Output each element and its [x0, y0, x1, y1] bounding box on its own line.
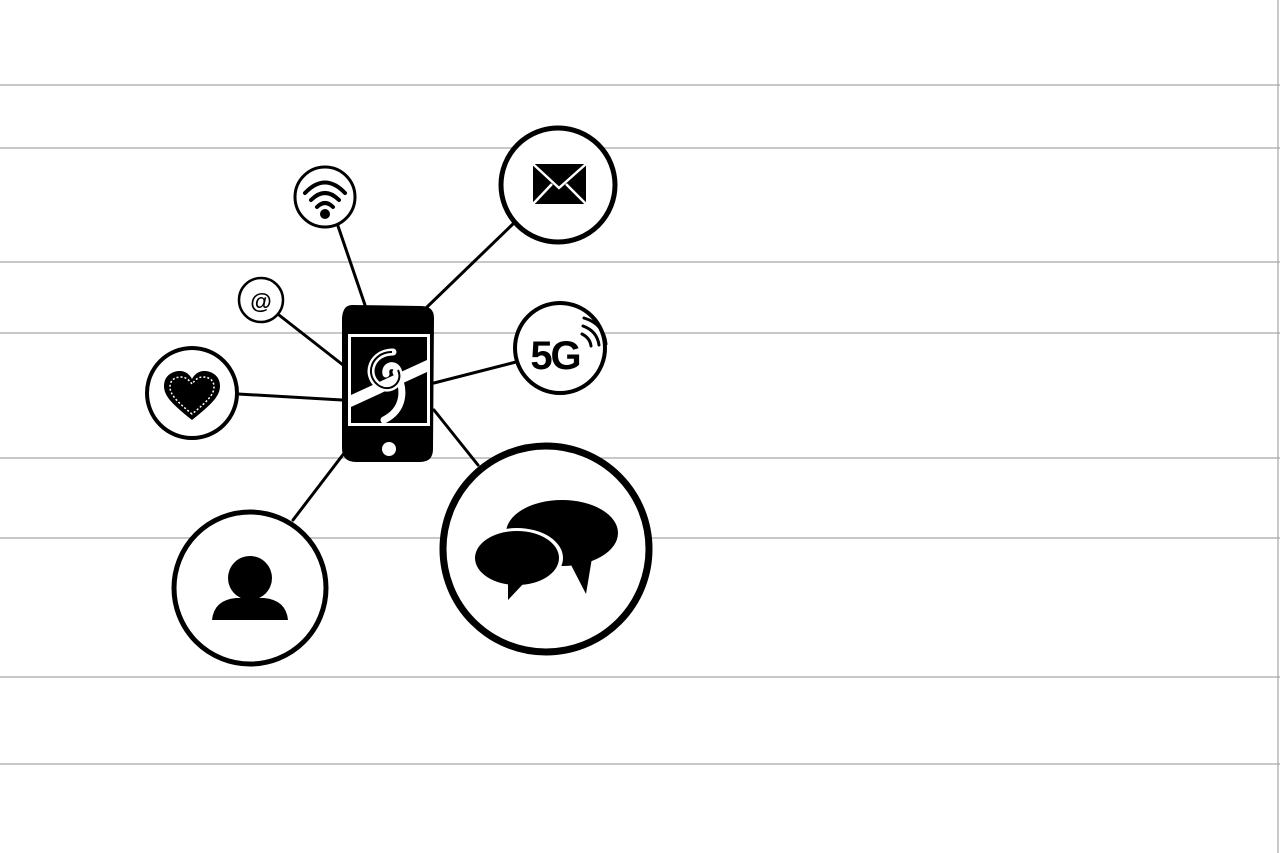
chat-bubbles-icon — [471, 500, 618, 600]
user-icon — [212, 556, 288, 620]
wifi-icon — [303, 180, 347, 209]
5g-label: 5G — [530, 334, 579, 378]
wifi-node — [293, 165, 357, 229]
connector-chat — [432, 408, 480, 467]
connector-wifi — [336, 224, 368, 310]
connector-user — [291, 450, 347, 522]
connector-heart — [236, 392, 344, 402]
spiral-logo-icon — [351, 348, 427, 424]
chat-node — [439, 442, 653, 656]
connectors — [236, 220, 518, 522]
heart-node — [145, 346, 239, 440]
envelope-icon — [532, 163, 587, 205]
connector-5g — [432, 360, 518, 385]
at-node: @ — [237, 276, 285, 324]
smartphone-icon — [342, 305, 434, 462]
5g-node: 5G — [513, 301, 608, 395]
connector-mail — [424, 220, 517, 310]
5g-signal-icon: 5G — [530, 316, 608, 378]
mail-node — [498, 125, 618, 245]
at-sign-icon: @ — [250, 289, 271, 314]
connector-at — [277, 313, 345, 367]
home-button — [382, 442, 396, 456]
user-node — [171, 509, 329, 667]
heart-icon — [164, 371, 220, 420]
